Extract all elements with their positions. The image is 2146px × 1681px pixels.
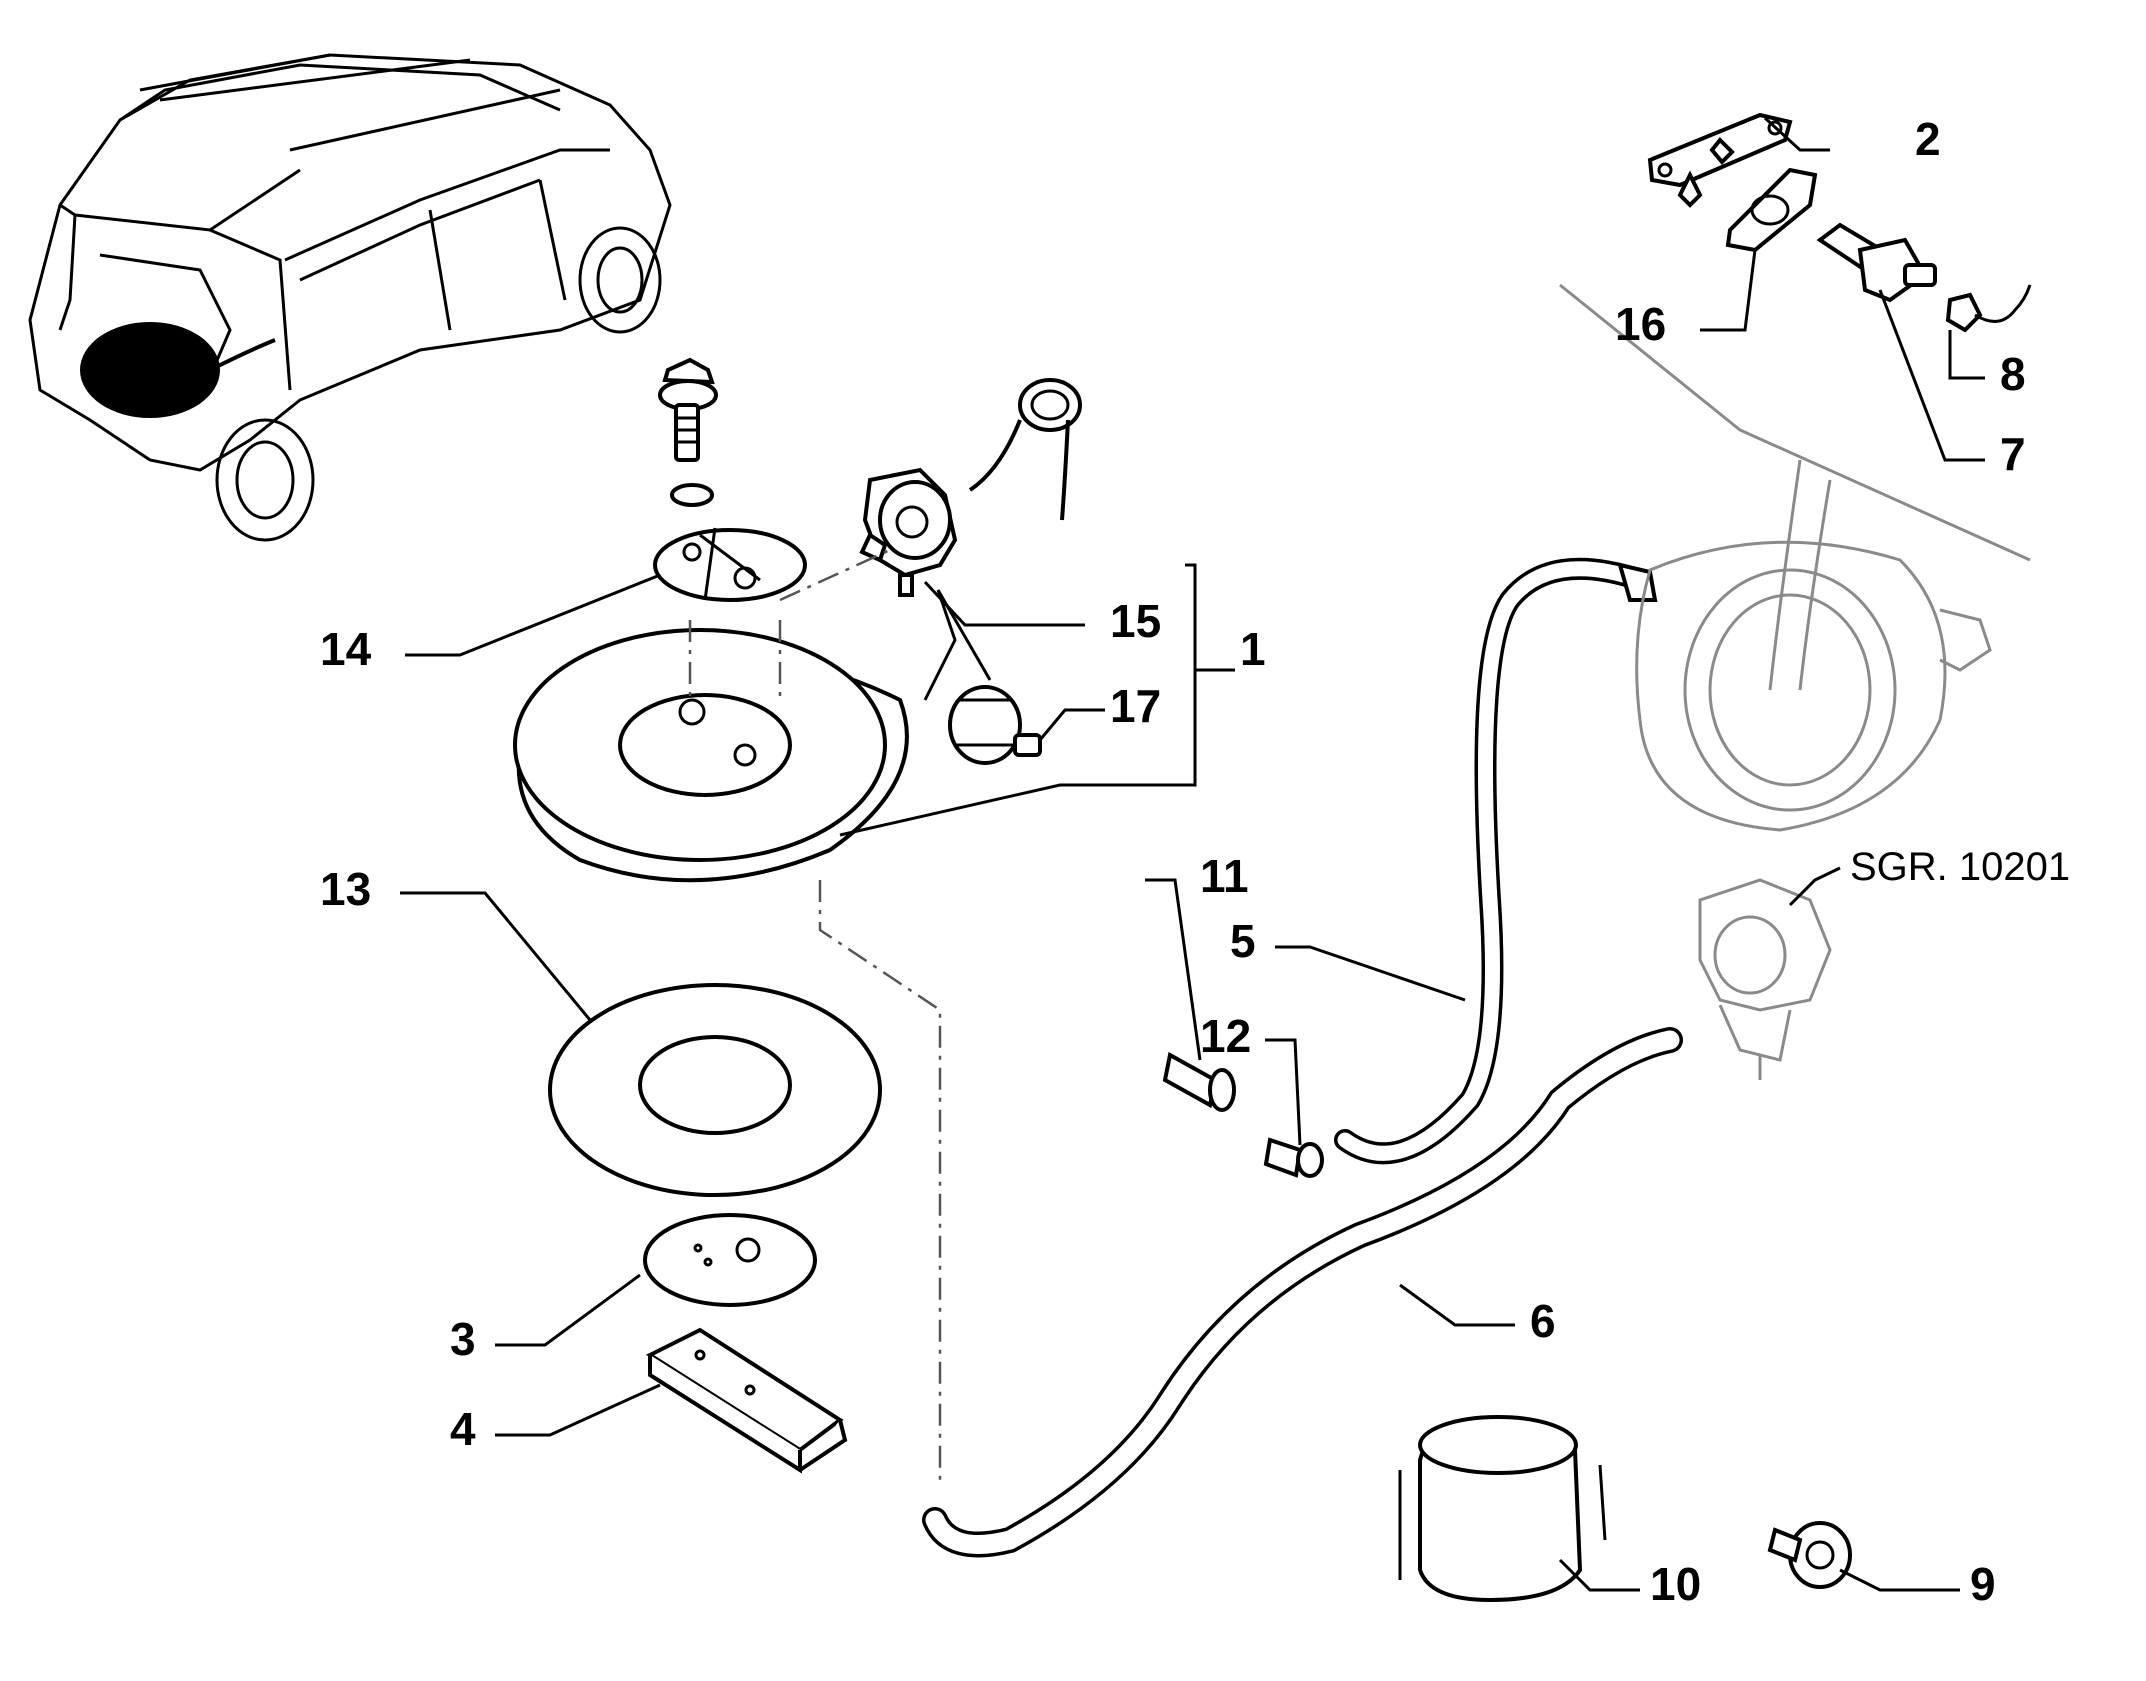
label-11: 11 bbox=[1200, 850, 1249, 902]
part-3-disc-plate bbox=[643, 1213, 817, 1307]
label-6: 6 bbox=[1530, 1295, 1556, 1347]
label-15: 15 bbox=[1110, 595, 1161, 647]
part-7-filler-valve bbox=[1816, 222, 1937, 303]
label-12: 12 bbox=[1200, 1010, 1251, 1062]
part-11-sleeve bbox=[1162, 1051, 1236, 1112]
filler-housing-ghost bbox=[1559, 283, 2031, 832]
part-13-ring-gasket bbox=[548, 983, 882, 1197]
vehicle-illustration bbox=[28, 53, 672, 542]
label-10: 10 bbox=[1650, 1558, 1701, 1610]
label-17: 17 bbox=[1110, 680, 1161, 732]
part-14-tank-cover bbox=[653, 357, 807, 602]
part-12-fitting bbox=[1263, 1137, 1324, 1178]
part-2-retaining-bracket bbox=[1647, 112, 1793, 208]
part-10-pouch bbox=[1398, 1415, 1607, 1603]
coiled-pipe bbox=[968, 378, 1082, 521]
label-8: 8 bbox=[2000, 348, 2026, 400]
label-1: 1 bbox=[1240, 623, 1266, 675]
label-2: 2 bbox=[1915, 113, 1941, 165]
label-16: 16 bbox=[1615, 298, 1666, 350]
part-17-plug bbox=[948, 685, 1042, 765]
part-16-gasket bbox=[1725, 167, 1818, 253]
leader-lines bbox=[400, 116, 1985, 1592]
label-5: 5 bbox=[1230, 915, 1256, 967]
reducer-ghost bbox=[1698, 878, 1832, 1080]
part-labels: 1 2 3 4 5 6 7 8 9 10 11 12 13 14 15 16 1… bbox=[320, 113, 2070, 1610]
label-13: 13 bbox=[320, 863, 371, 915]
label-14: 14 bbox=[320, 623, 372, 675]
label-3: 3 bbox=[450, 1313, 476, 1365]
part-4-bracket bbox=[645, 1327, 848, 1474]
part-1-lpg-tank bbox=[513, 628, 909, 883]
part-8-cap bbox=[1945, 284, 2032, 333]
part-6-long-hose bbox=[922, 1027, 1683, 1558]
label-9: 9 bbox=[1970, 1558, 1996, 1610]
label-7: 7 bbox=[2000, 428, 2026, 480]
label-ref-sgr: SGR. 10201 bbox=[1850, 845, 2070, 889]
lpg-tank-location-marker bbox=[80, 322, 220, 418]
part-9-knob bbox=[1767, 1521, 1852, 1589]
part-5-pipe bbox=[1334, 557, 1658, 1165]
label-4: 4 bbox=[450, 1403, 476, 1455]
part-15-multivalve bbox=[859, 467, 958, 597]
